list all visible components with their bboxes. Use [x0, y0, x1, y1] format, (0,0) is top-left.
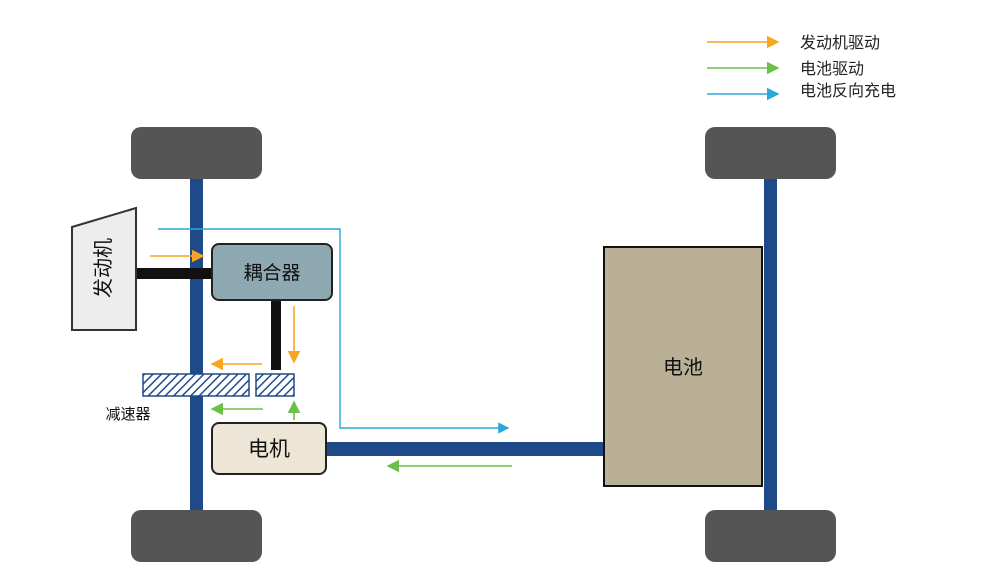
legend-battery-drive: 电池驱动: [800, 59, 864, 78]
engine-label: 发动机: [91, 238, 115, 298]
wheel-rear-top: [705, 127, 836, 179]
coupler-shaft: [271, 300, 281, 370]
front-axle: [190, 176, 203, 516]
reducer-gear-right: [255, 373, 295, 397]
motor-battery-connection: [325, 442, 605, 456]
reducer-label: 减速器: [105, 405, 150, 423]
coupler-label: 耦合器: [243, 262, 300, 284]
coupler-block: [211, 243, 333, 301]
engine-block: [71, 206, 137, 331]
legend-engine-drive: 发动机驱动: [800, 33, 880, 52]
battery-drive-flow: [210, 400, 512, 473]
legend-battery-regen: 电池反向充电: [800, 81, 896, 100]
legend: 发动机驱动 电池驱动 电池反向充电: [707, 33, 896, 101]
wheel-front-bottom: [131, 510, 262, 562]
engine-drive-flow: [150, 249, 301, 371]
motor-label: 电机: [248, 437, 290, 461]
reducer-gear-left: [142, 373, 250, 397]
wheel-front-top: [131, 127, 262, 179]
wheel-rear-bottom: [705, 510, 836, 562]
battery-regen-flow: [158, 228, 510, 434]
engine-shaft: [136, 268, 214, 279]
motor-block: [211, 422, 327, 475]
battery-block: [603, 246, 763, 487]
rear-axle: [764, 176, 777, 516]
battery-label: 电池: [663, 355, 703, 379]
